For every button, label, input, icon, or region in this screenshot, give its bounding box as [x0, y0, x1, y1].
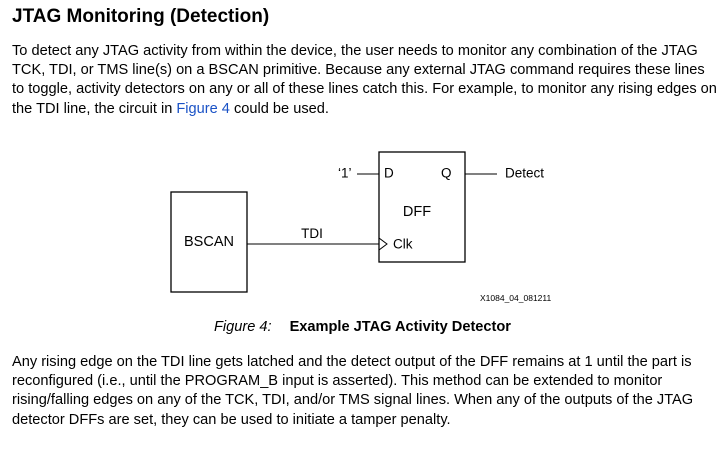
bscan-label: BSCAN: [184, 234, 234, 250]
figure-caption: Figure 4: Example JTAG Activity Detector: [0, 319, 725, 335]
jtag-detector-diagram: BSCAN TDI DFF D Q Clk ‘1’ Detect X1084_0…: [170, 151, 551, 303]
detect-output-label: Detect: [505, 166, 544, 181]
d-pin-label: D: [384, 166, 394, 181]
clk-pin-label: Clk: [393, 237, 413, 252]
const-input-label: ‘1’: [338, 166, 352, 181]
intro-text-end: could be used.: [229, 100, 329, 117]
q-pin-label: Q: [441, 166, 452, 181]
body-paragraph: Any rising edge on the TDI line gets lat…: [12, 354, 694, 428]
figure-code: X1084_04_081211: [480, 293, 551, 303]
section-heading: JTAG Monitoring (Detection): [12, 6, 270, 27]
figure-number: Figure 4:: [213, 319, 272, 335]
tdi-label: TDI: [301, 226, 323, 241]
clock-edge-marker: [378, 237, 388, 251]
bscan-block: [170, 191, 248, 293]
dff-block: [378, 151, 466, 263]
figure-4-link[interactable]: Figure 4: [176, 100, 230, 117]
intro-text: To detect any JTAG activity from within …: [12, 43, 717, 117]
intro-paragraph: To detect any JTAG activity from within …: [12, 42, 717, 119]
dff-label: DFF: [403, 204, 431, 220]
figure-title: Example JTAG Activity Detector: [289, 319, 511, 335]
